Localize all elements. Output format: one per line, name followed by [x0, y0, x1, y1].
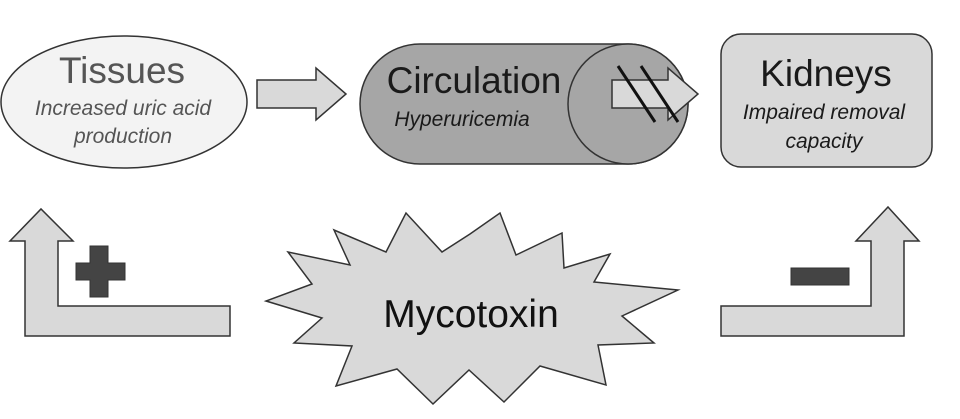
increase-plus-icon [75, 245, 126, 298]
kidneys-box [720, 33, 933, 168]
circulation-node: Circulation Hyperuricemia [359, 43, 689, 165]
arrow-mycotoxin-to-kidneys [720, 205, 921, 337]
circulation-title: Circulation [387, 60, 562, 101]
blocked-flow-icon [616, 65, 680, 123]
kidneys-description-line2: capacity [785, 130, 864, 153]
tissues-description-line2: production [73, 125, 172, 148]
kidneys-description-line1: Impaired removal [743, 101, 907, 124]
arrow-circulation-to-kidneys [611, 66, 700, 122]
mycotoxin-starburst [263, 211, 681, 406]
mycotoxin-label: Mycotoxin [383, 293, 559, 336]
tissues-description-line1: Increased uric acid [35, 97, 213, 120]
tissues-ellipse [0, 35, 248, 169]
tissues-title: Tissues [59, 50, 185, 91]
circulation-subtitle: Hyperuricemia [394, 108, 529, 131]
decrease-minus-icon [790, 267, 850, 286]
arrow-mycotoxin-to-tissues [8, 207, 231, 337]
mycotoxin-node: Mycotoxin [263, 211, 681, 406]
arrow-tissues-to-circulation [256, 66, 348, 122]
kidneys-node: Kidneys Impaired removal capacity [720, 33, 933, 168]
kidneys-title: Kidneys [760, 53, 892, 94]
tissues-node: Tissues Increased uric acid production [0, 35, 248, 169]
